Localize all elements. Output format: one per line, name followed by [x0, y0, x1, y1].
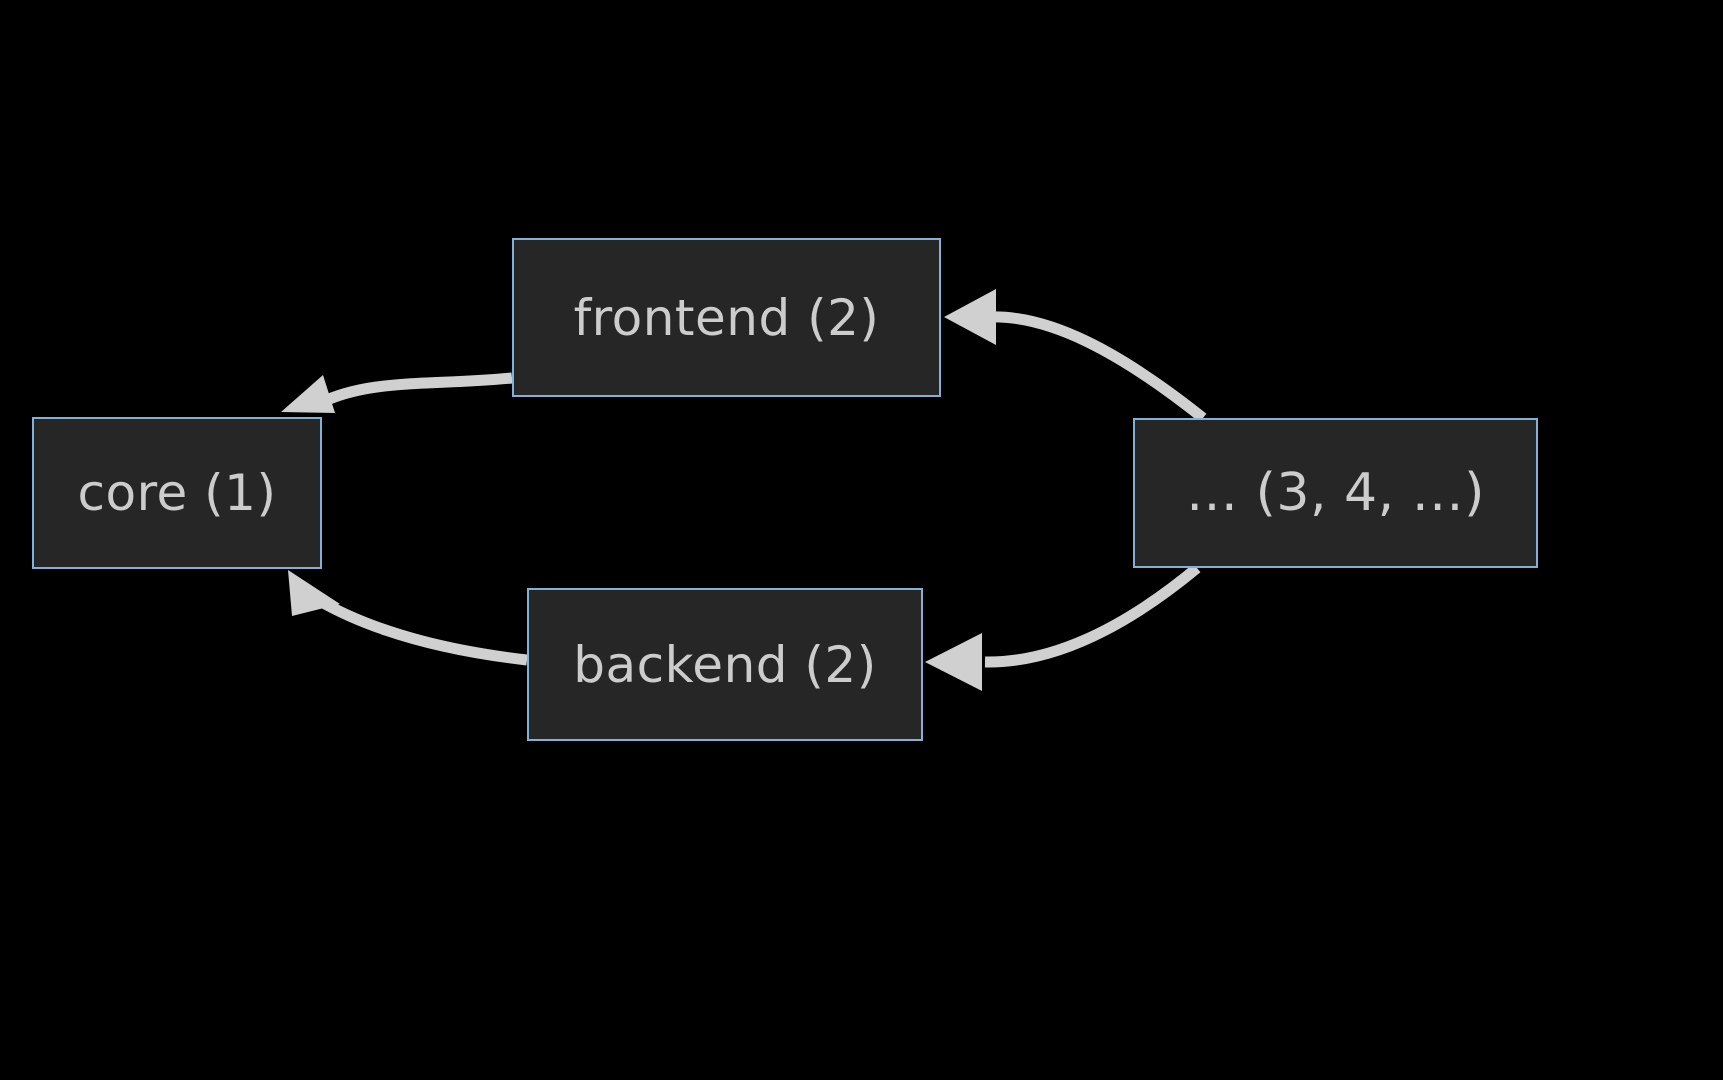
edge-frontend-to-core: [281, 372, 513, 413]
edge-backend-to-core: [288, 570, 528, 666]
edge-others-to-backend: [925, 563, 1201, 691]
node-core-label: core (1): [77, 464, 277, 522]
node-others[interactable]: … (3, 4, …): [1133, 418, 1538, 568]
edge-others-to-frontend: [944, 289, 1207, 423]
node-backend-label: backend (2): [573, 635, 877, 694]
node-frontend-label: frontend (2): [573, 288, 880, 347]
node-backend[interactable]: backend (2): [527, 588, 923, 741]
node-others-label: … (3, 4, …): [1186, 463, 1485, 523]
node-frontend[interactable]: frontend (2): [512, 238, 941, 397]
node-core[interactable]: core (1): [32, 417, 322, 569]
